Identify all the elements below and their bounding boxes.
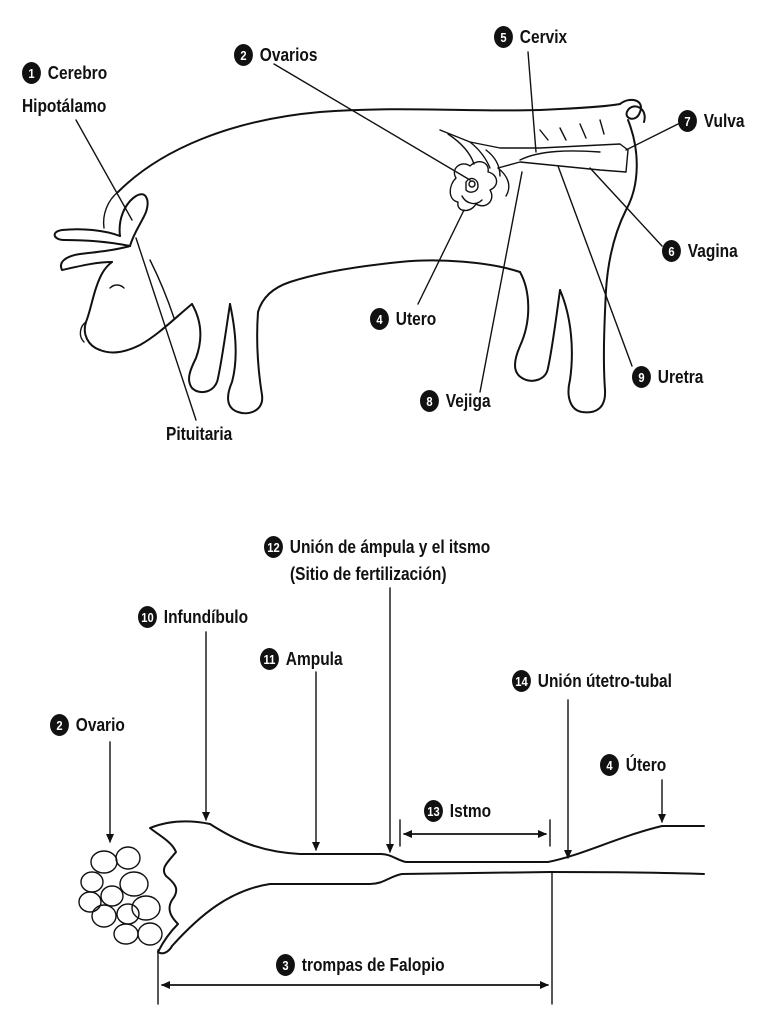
label-text: Infundíbulo xyxy=(163,606,249,627)
number-badge: 1 xyxy=(22,62,41,84)
label-cerebro: 1 Cerebro xyxy=(22,62,107,84)
number-badge: 8 xyxy=(420,390,439,412)
number-badge: 9 xyxy=(632,366,651,388)
label-text: Ovarios xyxy=(259,44,318,65)
label-ovario: 2 Ovario xyxy=(50,714,125,736)
ovary-follicles-drawing xyxy=(78,846,163,946)
label-text: Vulva xyxy=(703,110,745,131)
bottom-arrows xyxy=(106,587,666,1005)
label-text: Uretra xyxy=(657,366,704,387)
label-union-utero-tubal: 14 Unión útetro-tubal xyxy=(512,670,672,692)
oviduct-drawing xyxy=(78,820,705,955)
number-badge: 4 xyxy=(600,754,619,776)
number-badge: 12 xyxy=(264,536,283,558)
label-cervix: 5 Cervix xyxy=(494,26,567,48)
top-leader-lines xyxy=(75,51,679,421)
label-text: Cervix xyxy=(519,26,568,47)
number-badge: 11 xyxy=(260,648,279,670)
number-badge: 4 xyxy=(370,308,389,330)
label-utero-tube: 4 Útero xyxy=(600,754,666,776)
label-text: Utero xyxy=(395,308,437,329)
label-vulva: 7 Vulva xyxy=(678,110,745,132)
label-uretra: 9 Uretra xyxy=(632,366,703,388)
label-ampula: 11 Ampula xyxy=(260,648,343,670)
label-text: Istmo xyxy=(449,800,492,821)
label-infundibulo: 10 Infundíbulo xyxy=(138,606,248,628)
number-badge: 6 xyxy=(662,240,681,262)
number-badge: 5 xyxy=(494,26,513,48)
number-badge: 14 xyxy=(512,670,531,692)
ovaries-cluster-drawing xyxy=(447,133,501,212)
label-trompas-falopio: 3 trompas de Falopio xyxy=(276,954,445,976)
label-text: Ovario xyxy=(75,714,125,735)
number-badge: 7 xyxy=(678,110,697,132)
number-badge: 13 xyxy=(424,800,443,822)
label-text: Útero xyxy=(625,754,667,775)
label-text: Ampula xyxy=(285,648,343,669)
number-badge: 3 xyxy=(276,954,295,976)
number-badge: 10 xyxy=(138,606,157,628)
label-vagina: 6 Vagina xyxy=(662,240,738,262)
label-ovarios: 2 Ovarios xyxy=(234,44,317,66)
label-text: trompas de Falopio xyxy=(301,954,445,975)
label-pituitaria: Pituitaria xyxy=(166,424,233,444)
label-istmo: 13 Istmo xyxy=(424,800,491,822)
label-text: Cerebro xyxy=(47,62,108,83)
label-text: Unión útetro-tubal xyxy=(537,670,672,691)
label-hipotalamo: Hipotálamo xyxy=(22,96,107,116)
number-badge: 2 xyxy=(50,714,69,736)
label-text: Vejiga xyxy=(445,390,491,411)
label-vejiga: 8 Vejiga xyxy=(420,390,491,412)
pig-reproductive-tract xyxy=(439,119,629,212)
pig-drawing xyxy=(53,98,646,415)
label-text: Vagina xyxy=(687,240,738,261)
label-text: Unión de ámpula y el itsmo xyxy=(289,536,491,557)
label-sitio-fertilizacion: (Sitio de fertilización) xyxy=(290,564,447,584)
number-badge: 2 xyxy=(234,44,253,66)
label-utero: 4 Utero xyxy=(370,308,436,330)
label-union-ampula-istmo: 12 Unión de ámpula y el itsmo xyxy=(264,536,490,558)
